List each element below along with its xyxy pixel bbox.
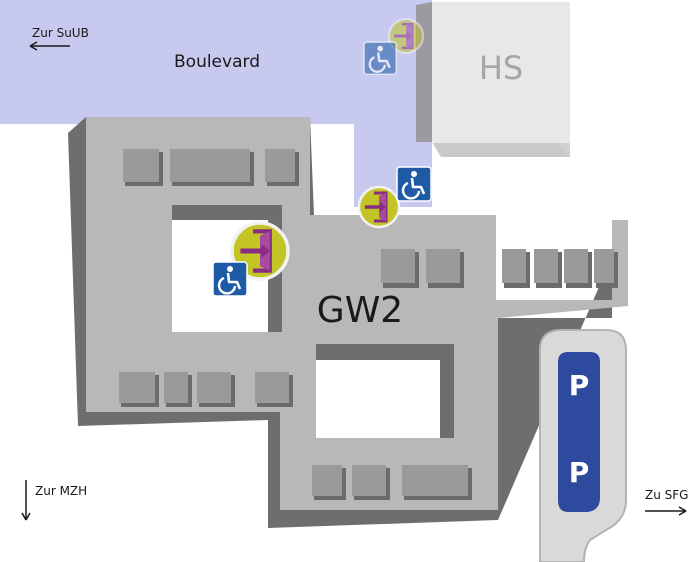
- room-block: [381, 249, 419, 288]
- hs-building: HS: [416, 2, 570, 157]
- boulevard-label: Boulevard: [174, 52, 260, 72]
- room-block: [312, 465, 346, 500]
- direction-label: Zur MZH: [35, 484, 87, 498]
- room-block: [265, 149, 299, 186]
- room-block: [534, 249, 562, 288]
- direction-label: Zu SFG: [645, 488, 688, 502]
- room-block: [255, 372, 293, 407]
- room-block: [164, 372, 192, 407]
- entrance-icon[interactable]: [357, 185, 401, 229]
- room-block: [170, 149, 254, 186]
- direction-suub[interactable]: Zur SuUB: [29, 26, 89, 51]
- wheelchair-icon: [211, 260, 249, 298]
- room-blocks: [119, 149, 618, 500]
- direction-mzh[interactable]: Zur MZH: [21, 480, 87, 521]
- room-block: [352, 465, 390, 500]
- room-block: [402, 465, 472, 500]
- direction-label: Zur SuUB: [32, 26, 89, 40]
- wheelchair-icon: [362, 40, 398, 76]
- direction-sfg[interactable]: Zu SFG: [645, 488, 688, 516]
- gw2-building: GW2: [68, 117, 628, 528]
- gw2-building-label: GW2: [317, 290, 403, 331]
- boulevard-area: [0, 0, 432, 207]
- parking-label: P: [569, 456, 590, 489]
- room-block: [426, 249, 464, 288]
- room-block: [197, 372, 235, 407]
- room-block: [594, 249, 618, 288]
- parking-label: P: [569, 369, 590, 402]
- parking-space: [558, 352, 600, 512]
- wheelchair-icon: [395, 165, 433, 203]
- room-block: [564, 249, 592, 288]
- room-block: [119, 372, 159, 407]
- room-block: [502, 249, 530, 288]
- hs-building-label: HS: [479, 49, 523, 87]
- room-block: [123, 149, 163, 186]
- parking-lot: P P: [539, 329, 627, 562]
